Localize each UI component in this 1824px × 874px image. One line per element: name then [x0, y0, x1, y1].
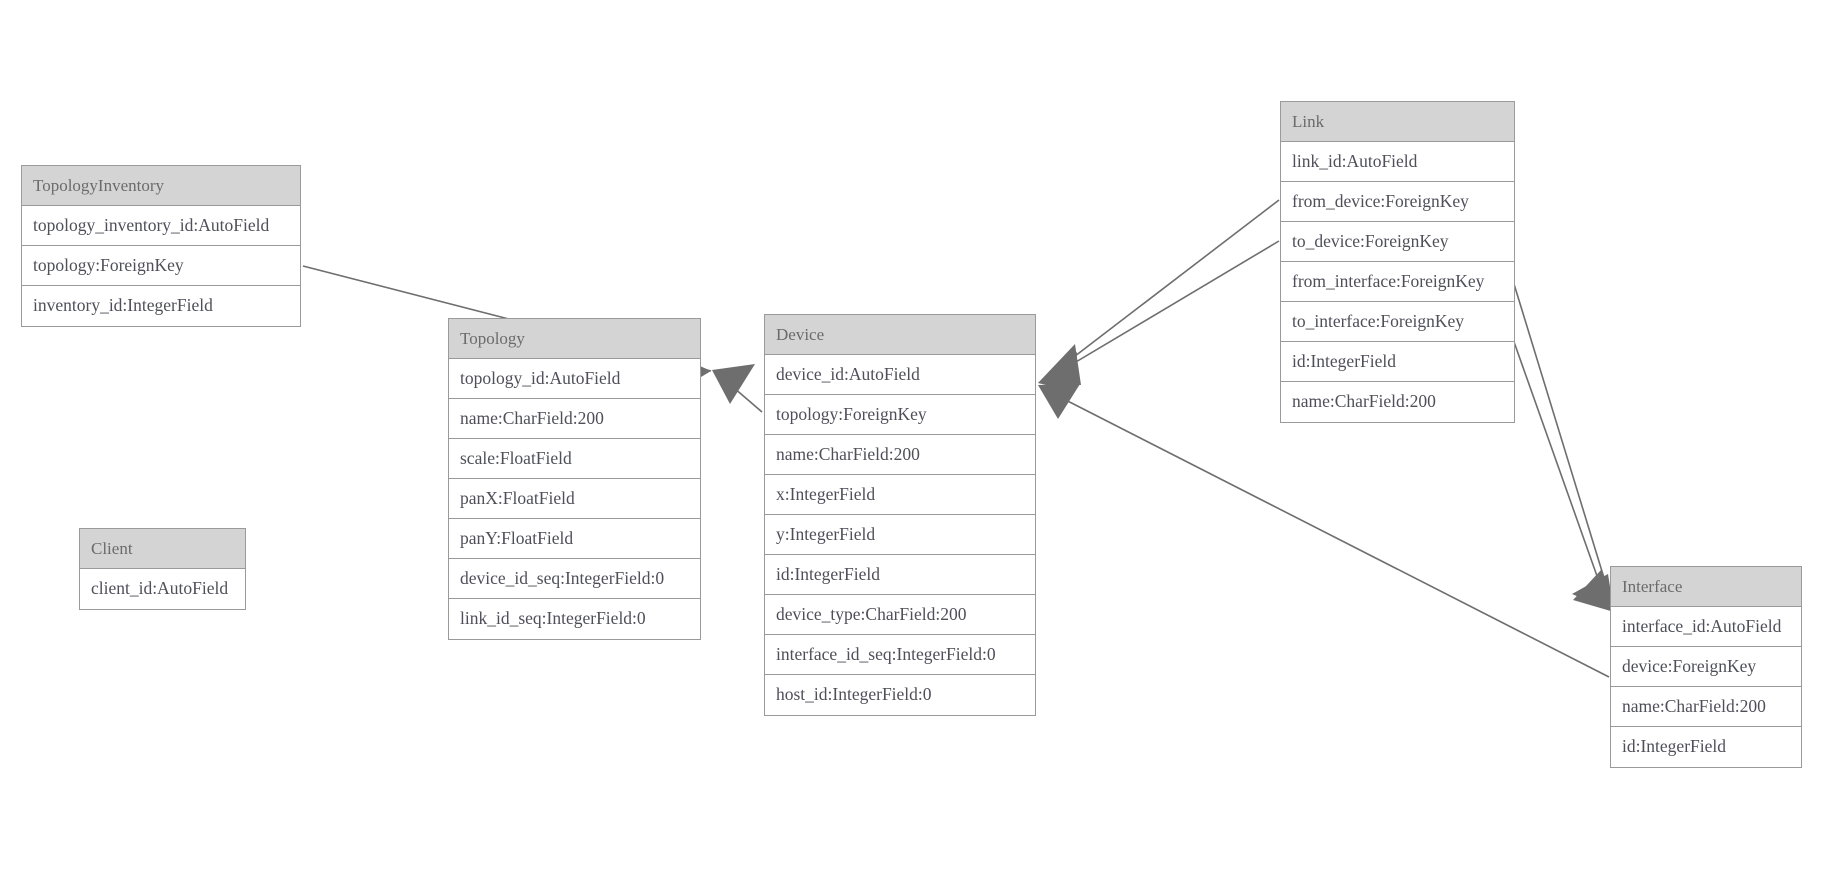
- entity-header-interface: Interface: [1611, 567, 1801, 607]
- entity-field-row[interactable]: to_interface:ForeignKey: [1281, 302, 1514, 342]
- entity-field-row[interactable]: id:IntegerField: [1611, 727, 1801, 767]
- entity-field-row[interactable]: to_device:ForeignKey: [1281, 222, 1514, 262]
- entity-field-row[interactable]: panY:FloatField: [449, 519, 700, 559]
- entity-header-topology_inventory: TopologyInventory: [22, 166, 300, 206]
- relationship-line-link-todevice-device: [1048, 240, 1280, 379]
- entity-header-device: Device: [765, 315, 1035, 355]
- relationship-arrowhead-link-fromdevice-device: [1038, 344, 1081, 385]
- entity-field-row[interactable]: name:CharField:200: [1281, 382, 1514, 422]
- relationship-line-link-tointerface-interface: [1507, 324, 1609, 608]
- entity-field-row[interactable]: interface_id_seq:IntegerField:0: [765, 635, 1035, 675]
- relationship-line-interface-device-device: [1049, 391, 1610, 678]
- relationship-arrowhead-interface-device-device: [1038, 384, 1080, 419]
- entity-field-row[interactable]: id:IntegerField: [1281, 342, 1514, 382]
- entity-field-row[interactable]: device_id_seq:IntegerField:0: [449, 559, 700, 599]
- entity-field-row[interactable]: topology:ForeignKey: [22, 246, 300, 286]
- entity-field-row[interactable]: client_id:AutoField: [80, 569, 245, 609]
- relationship-arrowhead-link-todevice-device: [1038, 352, 1077, 392]
- entity-field-row[interactable]: name:CharField:200: [1611, 687, 1801, 727]
- entity-field-row[interactable]: topology_id:AutoField: [449, 359, 700, 399]
- entity-field-row[interactable]: topology_inventory_id:AutoField: [22, 206, 300, 246]
- entity-field-row[interactable]: id:IntegerField: [765, 555, 1035, 595]
- entity-field-row[interactable]: name:CharField:200: [765, 435, 1035, 475]
- entity-field-row[interactable]: x:IntegerField: [765, 475, 1035, 515]
- entity-field-row[interactable]: device_id:AutoField: [765, 355, 1035, 395]
- entity-field-row[interactable]: link_id:AutoField: [1281, 142, 1514, 182]
- entity-field-row[interactable]: name:CharField:200: [449, 399, 700, 439]
- entity-field-row[interactable]: y:IntegerField: [765, 515, 1035, 555]
- entity-field-row[interactable]: scale:FloatField: [449, 439, 700, 479]
- entity-header-client: Client: [80, 529, 245, 569]
- entity-field-row[interactable]: panX:FloatField: [449, 479, 700, 519]
- entity-field-row[interactable]: from_device:ForeignKey: [1281, 182, 1514, 222]
- entity-field-row[interactable]: inventory_id:IntegerField: [22, 286, 300, 326]
- entity-field-row[interactable]: interface_id:AutoField: [1611, 607, 1801, 647]
- entity-field-row[interactable]: host_id:IntegerField:0: [765, 675, 1035, 715]
- entity-field-row[interactable]: device:ForeignKey: [1611, 647, 1801, 687]
- entity-field-row[interactable]: from_interface:ForeignKey: [1281, 262, 1514, 302]
- relationship-arrowhead-device-topology: [712, 364, 755, 404]
- entity-header-topology: Topology: [449, 319, 700, 359]
- relationship-line-device-topology: [718, 374, 763, 413]
- relationship-line-link-fromdevice-device: [1048, 199, 1280, 377]
- relationship-arrowhead-link-tointerface-interface: [1573, 570, 1614, 612]
- entity-field-row[interactable]: topology:ForeignKey: [765, 395, 1035, 435]
- entity-field-row[interactable]: device_type:CharField:200: [765, 595, 1035, 635]
- entity-field-row[interactable]: link_id_seq:IntegerField:0: [449, 599, 700, 639]
- entity-header-link: Link: [1281, 102, 1514, 142]
- relationship-line-link-frominterface-interface: [1513, 283, 1613, 605]
- relationship-arrowhead-link-frominterface-interface: [1572, 574, 1614, 612]
